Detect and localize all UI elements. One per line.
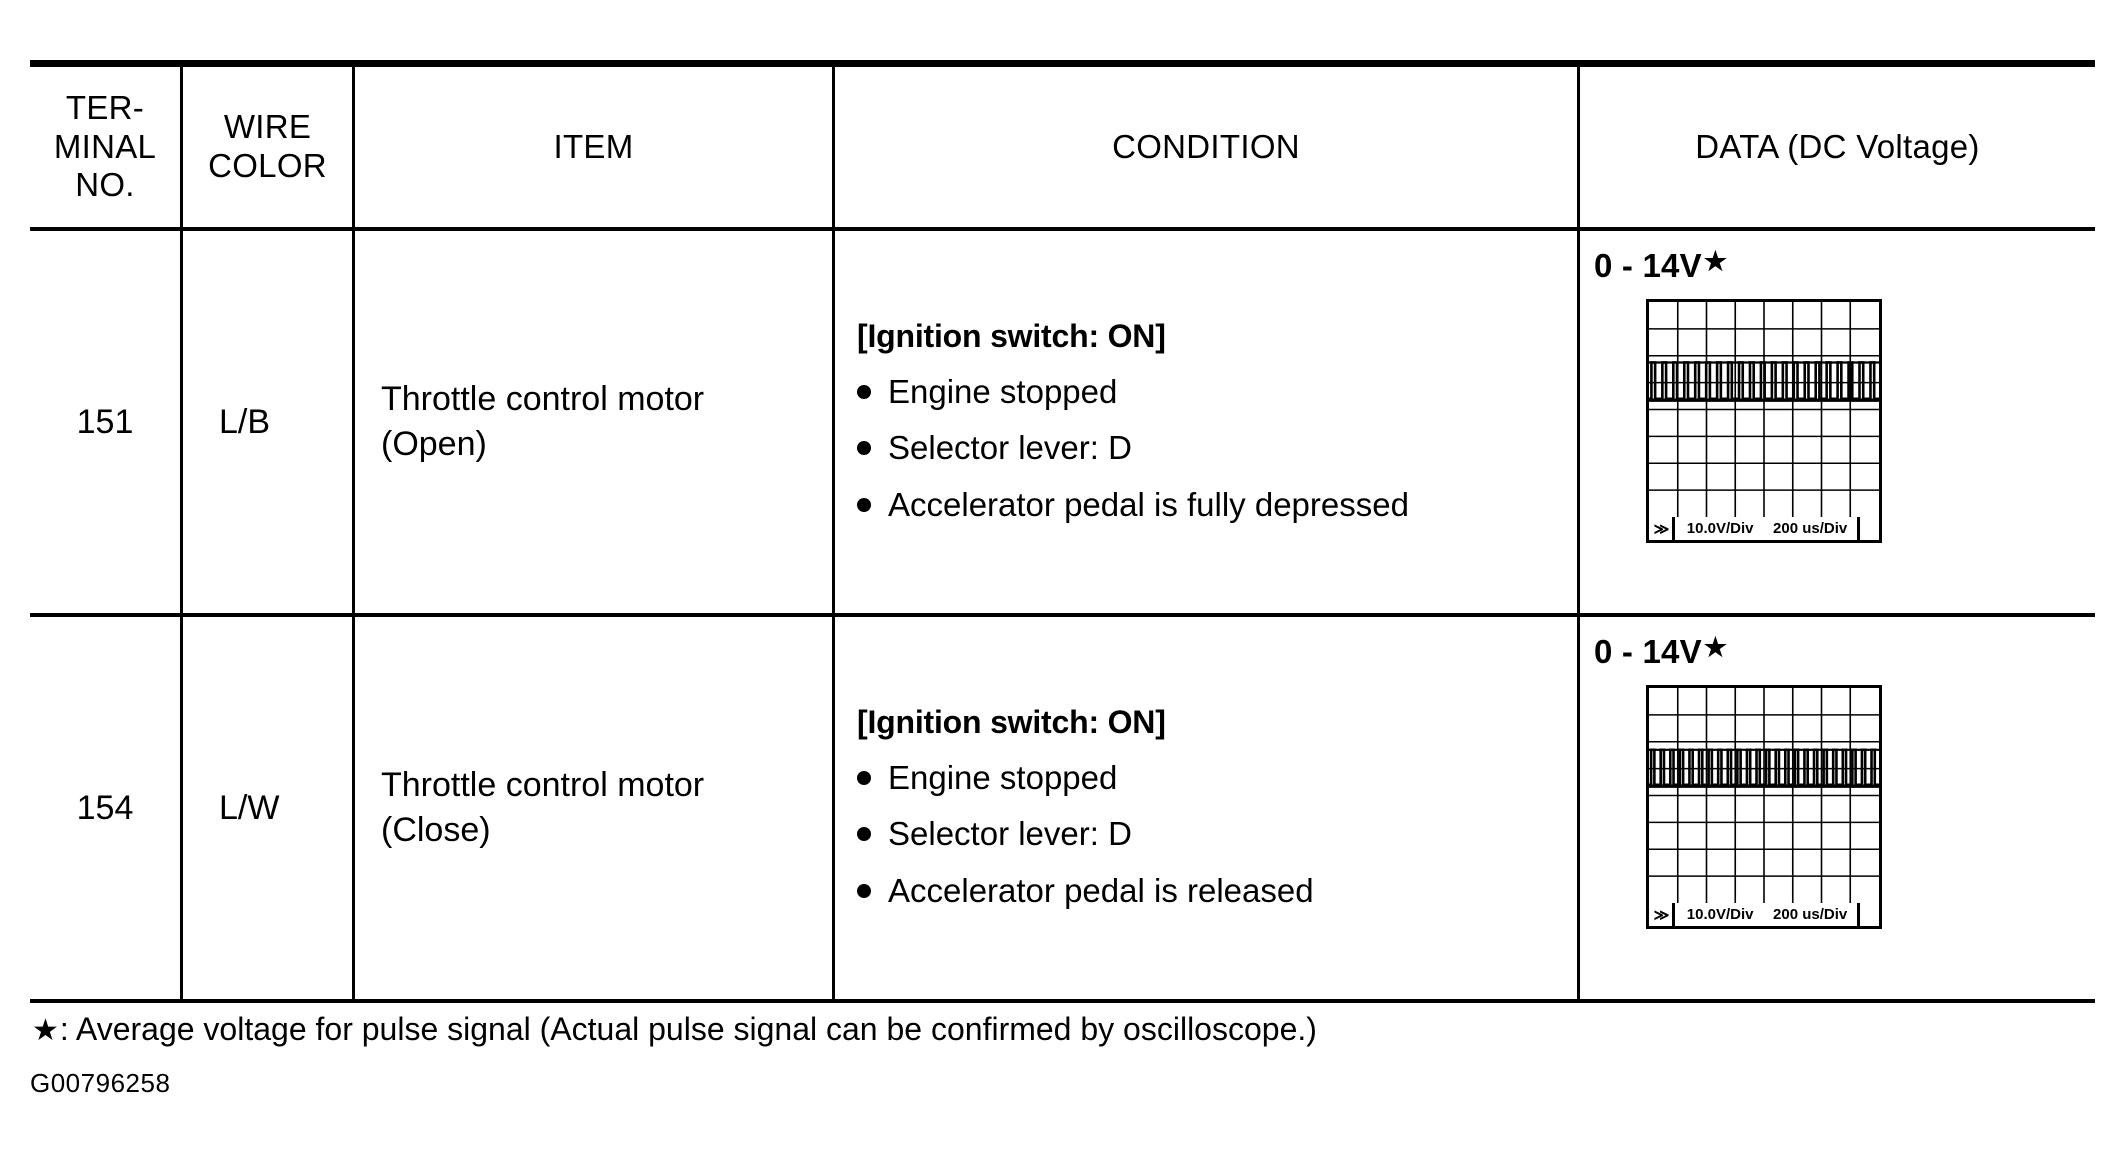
- table-row: 154 L/W Throttle control motor (Close) […: [30, 617, 2095, 999]
- settings-blank-box: [1857, 903, 1879, 926]
- list-item: Selector lever: D: [857, 813, 1314, 855]
- list-item: Accelerator pedal is released: [857, 870, 1314, 912]
- wire-color-value: L/W: [219, 788, 280, 827]
- time-per-div-label: 200 us/Div: [1773, 906, 1848, 923]
- voltage-value: 0 - 14V: [1594, 633, 1702, 670]
- fast-forward-icon: ≫: [1649, 903, 1675, 926]
- star-icon: ★: [32, 1014, 59, 1047]
- bullet-icon: [857, 385, 871, 400]
- header-label-condition: CONDITION: [1112, 127, 1300, 165]
- terminal-data-table: TER- MINAL NO. WIRE COLOR ITEM CONDITION…: [30, 60, 2095, 1003]
- condition-block: [Ignition switch: ON] Engine stopped Sel…: [857, 704, 1314, 912]
- waveform-plot: [1649, 688, 1879, 903]
- voltage-reading: 0 - 14V ★: [1594, 247, 2095, 285]
- time-per-div-label: 200 us/Div: [1773, 520, 1848, 537]
- wire-color-value: L/B: [219, 402, 271, 441]
- bullet-icon: [857, 883, 871, 898]
- header-label-terminal-no: TER- MINAL NO.: [53, 88, 157, 204]
- condition-bullet-list: Engine stopped Selector lever: D Acceler…: [857, 371, 1409, 526]
- cell-terminal-no: 154: [30, 617, 183, 999]
- cell-wire-color: L/W: [183, 617, 355, 999]
- condition-text: Accelerator pedal is released: [888, 871, 1314, 909]
- header-label-wire-color: WIRE COLOR: [208, 108, 327, 184]
- header-cell-item: ITEM: [355, 67, 835, 227]
- bullet-icon: [857, 497, 871, 512]
- waveform-plot: [1649, 302, 1879, 517]
- list-item: Engine stopped: [857, 757, 1314, 799]
- bullet-icon: [857, 771, 871, 786]
- cell-data: 0 - 14V ★ ≫ 10.0V/Div 200 us/Div: [1580, 231, 2095, 613]
- header-cell-data: DATA (DC Voltage): [1580, 67, 2095, 227]
- terminal-no-value: 151: [76, 402, 134, 441]
- footnote: ★: Average voltage for pulse signal (Act…: [32, 1011, 1317, 1048]
- header-bottom-border: [30, 227, 2095, 231]
- volts-per-div-label: 10.0V/Div: [1686, 906, 1754, 923]
- header-label-data: DATA (DC Voltage): [1695, 127, 1980, 165]
- settings-blank-box: [1857, 517, 1879, 540]
- cell-condition: [Ignition switch: ON] Engine stopped Sel…: [835, 617, 1580, 999]
- header-cell-wire-color: WIRE COLOR: [183, 67, 355, 227]
- figure-id: G00796258: [30, 1068, 171, 1098]
- header-label-item: ITEM: [553, 127, 634, 165]
- cell-item: Throttle control motor (Close): [355, 617, 835, 999]
- condition-text: Engine stopped: [888, 759, 1118, 797]
- table-header-row: TER- MINAL NO. WIRE COLOR ITEM CONDITION…: [30, 67, 2095, 227]
- condition-text: Selector lever: D: [888, 815, 1132, 853]
- table-row: 151 L/B Throttle control motor (Open) [I…: [30, 231, 2095, 613]
- terminal-no-value: 154: [76, 788, 134, 827]
- bullet-icon: [857, 441, 871, 456]
- condition-text: Selector lever: D: [888, 429, 1132, 467]
- star-icon: ★: [1703, 632, 1728, 662]
- cell-condition: [Ignition switch: ON] Engine stopped Sel…: [835, 231, 1580, 613]
- table-top-border: [30, 60, 2095, 67]
- header-cell-terminal-no: TER- MINAL NO.: [30, 67, 183, 227]
- list-item: Selector lever: D: [857, 427, 1409, 469]
- oscilloscope-settings-bar: ≫ 10.0V/Div 200 us/Div: [1646, 903, 1882, 929]
- item-value: Throttle control motor (Close): [381, 766, 705, 849]
- star-icon: ★: [1703, 246, 1728, 276]
- condition-heading: [Ignition switch: ON]: [857, 704, 1166, 741]
- volts-per-div-label: 10.0V/Div: [1686, 520, 1754, 537]
- cell-data: 0 - 14V ★ ≫ 10.0V/Div 200 us/Div: [1580, 617, 2095, 999]
- oscilloscope-waveform: ≫ 10.0V/Div 200 us/Div: [1646, 685, 1882, 929]
- voltage-reading: 0 - 14V ★: [1594, 633, 2095, 671]
- oscilloscope-settings-bar: ≫ 10.0V/Div 200 us/Div: [1646, 517, 1882, 543]
- list-item: Engine stopped: [857, 371, 1409, 413]
- list-item: Accelerator pedal is fully depressed: [857, 484, 1409, 526]
- oscilloscope-waveform: ≫ 10.0V/Div 200 us/Div: [1646, 299, 1882, 543]
- header-cell-condition: CONDITION: [835, 67, 1580, 227]
- footnote-text: : Average voltage for pulse signal (Actu…: [59, 1011, 1317, 1047]
- condition-text: Engine stopped: [888, 373, 1118, 411]
- bullet-icon: [857, 827, 871, 842]
- voltage-value: 0 - 14V: [1594, 247, 1702, 284]
- table-bottom-border: [30, 999, 2095, 1003]
- condition-heading: [Ignition switch: ON]: [857, 318, 1166, 355]
- row-separator-border: [30, 613, 2095, 617]
- condition-bullet-list: Engine stopped Selector lever: D Acceler…: [857, 757, 1314, 912]
- condition-block: [Ignition switch: ON] Engine stopped Sel…: [857, 318, 1409, 526]
- cell-wire-color: L/B: [183, 231, 355, 613]
- condition-text: Accelerator pedal is fully depressed: [888, 485, 1409, 523]
- cell-item: Throttle control motor (Open): [355, 231, 835, 613]
- item-value: Throttle control motor (Open): [381, 380, 705, 463]
- cell-terminal-no: 151: [30, 231, 183, 613]
- fast-forward-icon: ≫: [1649, 517, 1675, 540]
